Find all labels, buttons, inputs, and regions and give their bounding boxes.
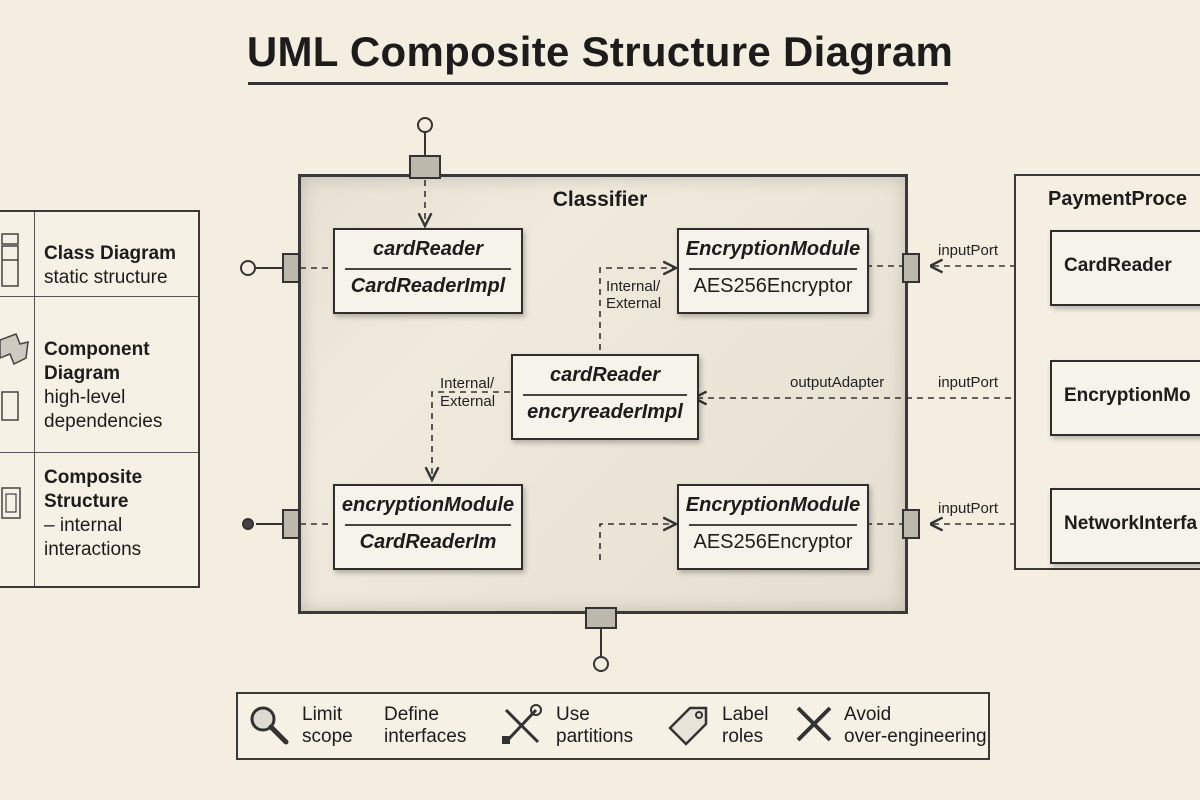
part-divider [689,524,857,526]
processor-box-label: EncryptionMo [1064,385,1191,406]
legend-title: Composite Structure [44,467,143,512]
part-role: cardReader [549,364,661,386]
internal-external-label: External [440,393,496,410]
magnifier-icon [246,702,290,746]
tip-line: Avoid [844,704,892,725]
tips-bar [236,692,990,760]
part-divider [345,524,511,526]
input-port-label: inputPort [938,500,999,517]
processor-encryption-module[interactable]: EncryptionMo [1050,360,1200,436]
part-card-reader[interactable]: cardReader CardReaderImpl [333,228,523,314]
output-adapter-label: outputAdapter [790,374,885,391]
legend-panel: Class Diagram static structure Component… [0,210,200,588]
tip-line: partitions [556,726,634,747]
part-divider [689,268,857,270]
tip-line: Limit [302,704,343,725]
processor-card-reader[interactable]: CardReader [1050,230,1200,306]
tip-label-roles: Label roles [722,704,769,748]
part-type: CardReaderIm [359,531,497,553]
legend-title: Component Diagram [44,339,150,384]
tip-line: Label [722,704,769,725]
part-role: encryptionModule [341,494,515,516]
tip-avoid-over-engineering: Avoid over-engineering [844,704,987,748]
tip-use-partitions: Use partitions [556,704,633,748]
input-port-label: inputPort [938,242,999,259]
part-type: CardReaderImpl [350,275,506,297]
internal-external-label: Internal/ [606,278,661,295]
tip-define-interfaces: Define interfaces [384,704,466,748]
part-encryption-module[interactable]: EncryptionModule AES256Encryptor [677,228,869,314]
part-encryption-module-lower[interactable]: encryptionModule CardReaderIm [333,484,523,570]
classifier-label: Classifier [552,188,648,211]
puzzle-icon [0,296,35,452]
tools-icon [500,702,544,746]
legend-row-class: Class Diagram static structure [0,212,198,297]
composite-icon [0,452,35,586]
tip-limit-scope: Limit scope [302,704,353,748]
processor-box-label: CardReader [1064,255,1172,276]
internal-external-label: External [606,295,662,312]
title-underline [248,82,948,85]
part-encryption-module-right[interactable]: EncryptionModule AES256Encryptor [677,484,869,570]
processor-network-interface[interactable]: NetworkInterfa [1050,488,1200,564]
part-type: AES256Encryptor [693,275,853,297]
tip-line: scope [302,726,353,747]
processor-box-label: NetworkInterfa [1064,513,1198,534]
diagram-title: UML Composite Structure Diagram [246,28,954,75]
legend-desc: – internal interactions [44,515,142,560]
legend-row-composite: Composite Structure – internal interacti… [0,452,198,586]
part-type: AES256Encryptor [693,531,853,553]
part-type: encryreaderImpl [527,401,683,423]
tip-line: Use [556,704,590,725]
part-role: EncryptionModule [685,494,861,516]
part-role: cardReader [372,238,484,260]
tip-line: Define [384,704,439,725]
legend-row-component: Component Diagram high-level dependencie… [0,296,198,453]
legend-desc: static structure [44,267,168,288]
part-role: EncryptionModule [685,238,861,260]
tip-line: interfaces [384,726,467,747]
payment-processor-label: PaymentProce [1048,188,1187,210]
part-divider [523,394,687,396]
legend-title: Class Diagram [44,243,177,264]
input-port-label: inputPort [938,374,999,391]
tip-line: roles [722,726,764,747]
tag-icon [666,702,710,746]
cross-icon [792,702,836,746]
legend-desc: high-level dependencies [44,387,163,432]
class-diagram-icon [0,212,35,296]
internal-external-label: Internal/ [440,375,495,392]
part-card-reader-center[interactable]: cardReader encryreaderImpl [511,354,699,440]
tip-line: over-engineering [844,726,987,747]
part-divider [345,268,511,270]
